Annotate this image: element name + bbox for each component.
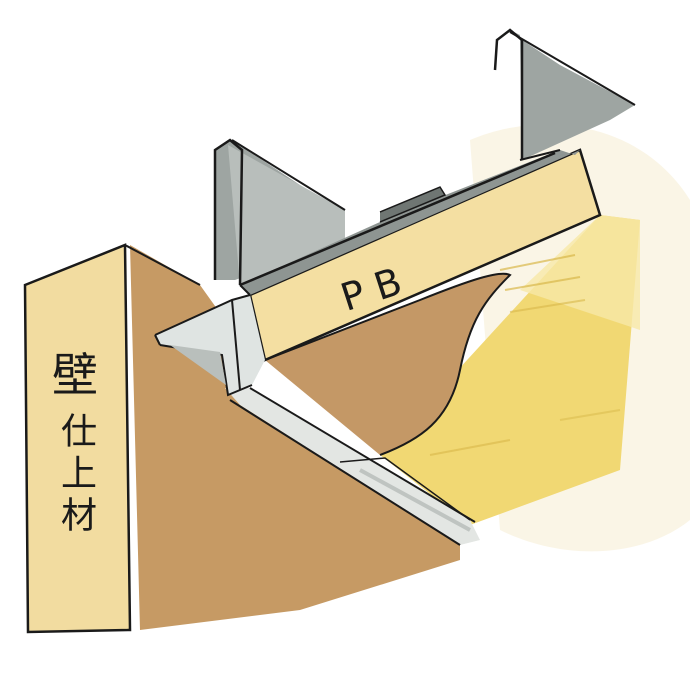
wall-finish-board bbox=[23, 243, 201, 634]
ceiling-edge-trim-icon bbox=[154, 294, 265, 397]
wall-label-char: 壁 bbox=[52, 348, 98, 402]
finish-material-label: 仕上材 bbox=[55, 412, 96, 538]
wall-finish-label: 壁 仕上材 bbox=[40, 348, 110, 538]
bottom-edge-trim bbox=[225, 387, 480, 546]
metal-channel bbox=[213, 28, 636, 296]
ceiling-panel bbox=[380, 215, 640, 525]
